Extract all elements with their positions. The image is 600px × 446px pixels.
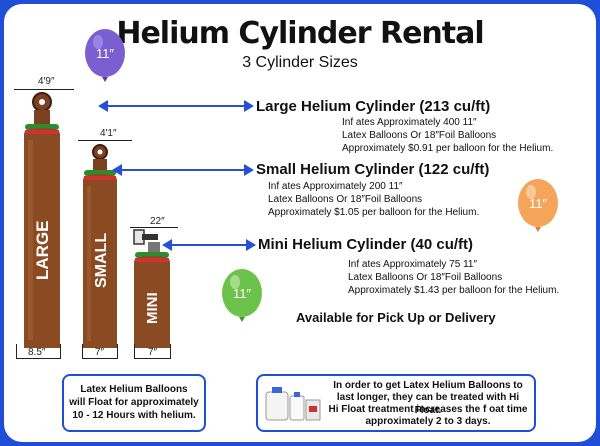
small-arrow-right-icon (244, 164, 254, 176)
small-arrow-line (120, 169, 246, 171)
availability-note: Available for Pick Up or Delivery (296, 310, 496, 325)
small-heading: Small Helium Cylinder (122 cu/ft) (256, 161, 490, 178)
small-line-2: Latex Balloons Or 18″Foil Balloons (268, 194, 423, 205)
large-arrow-left-icon (98, 100, 108, 112)
mini-line-1: Inf ates Approximately 75 11″ (348, 259, 477, 270)
small-label: SMALL (93, 233, 110, 288)
hi-float-line-1: In order to get Latex Helium Balloons to (333, 380, 523, 391)
small-arrow-left-icon (112, 164, 122, 176)
large-line-3: Approximately $0.91 per balloon for the … (342, 143, 554, 154)
float-time-box: Latex Helium Balloons will Float for app… (62, 374, 206, 432)
mini-arrow-line (170, 244, 248, 246)
orange-balloon-label: 11″ (529, 196, 547, 211)
mini-width-tick-right (170, 344, 171, 358)
rental-card: Helium Cylinder Rental 3 Cylinder Sizes … (4, 4, 596, 442)
float-time-line-1: Latex Helium Balloons (80, 384, 188, 395)
small-height-line (78, 140, 132, 141)
small-line-1: Inf ates Approximately 200 11″ (268, 181, 403, 192)
small-line-3: Approximately $1.05 per balloon for the … (268, 207, 480, 218)
mini-arrow-left-icon (162, 239, 172, 251)
large-width-dim: 8.5″ (28, 347, 46, 358)
mini-line-3: Approximately $1.43 per balloon for the … (348, 285, 560, 296)
large-height-line (14, 89, 74, 90)
mini-label: MINI (144, 292, 161, 324)
small-width-tick-left (82, 344, 83, 358)
hi-float-box: In order to get Latex Helium Balloons to… (256, 374, 536, 432)
large-width-tick-right (60, 344, 61, 358)
hi-float-products-icon (265, 387, 321, 421)
mini-width-line (134, 358, 171, 359)
small-width-dim: 7″ (95, 347, 105, 358)
large-heading: Large Helium Cylinder (213 cu/ft) (256, 98, 491, 115)
small-cylinder: SMALL (83, 144, 117, 348)
large-arrow-right-icon (244, 100, 254, 112)
float-time-line-3: 10 - 12 Hours with helium. (72, 410, 196, 421)
small-height-dim: 4′1″ (100, 128, 117, 139)
hi-float-line-4: approximately 2 to 3 days. (365, 416, 491, 427)
small-width-tick-right (117, 344, 118, 358)
large-line-1: Inf ates Approximately 400 11″ (342, 117, 477, 128)
large-width-line (16, 358, 61, 359)
float-time-line-2: will Float for approximately (69, 397, 199, 408)
small-width-line (82, 358, 118, 359)
mini-width-tick-left (134, 344, 135, 358)
page-title: Helium Cylinder Rental (116, 16, 484, 51)
green-balloon-label: 11″ (233, 286, 251, 301)
purple-balloon-icon: 11″ (85, 29, 125, 82)
mini-width-dim: 7″ (148, 347, 158, 358)
green-balloon-icon: 11″ (222, 269, 262, 322)
hi-float-line-3: Hi Float treatment increases the f oat t… (328, 404, 528, 415)
large-label: LARGE (33, 221, 52, 281)
mini-height-dim: 22″ (150, 216, 165, 227)
page-subtitle: 3 Cylinder Sizes (242, 54, 358, 71)
large-line-2: Latex Balloons Or 18″Foil Balloons (342, 130, 497, 141)
purple-balloon-label: 11″ (96, 46, 114, 61)
mini-arrow-right-icon (246, 239, 256, 251)
mini-heading: Mini Helium Cylinder (40 cu/ft) (258, 236, 474, 253)
large-width-tick-left (16, 344, 17, 358)
large-cylinder: LARGE (24, 92, 60, 348)
mini-cylinder: MINI (133, 229, 170, 348)
mini-height-line (130, 227, 178, 228)
hi-float-line-2: last longer, they can be treated with Hi… (336, 392, 520, 416)
orange-balloon-icon: 11″ (518, 179, 558, 232)
large-arrow-line (106, 105, 246, 107)
large-height-dim: 4′9″ (38, 76, 55, 87)
mini-line-2: Latex Balloons Or 18″Foil Balloons (348, 272, 503, 283)
